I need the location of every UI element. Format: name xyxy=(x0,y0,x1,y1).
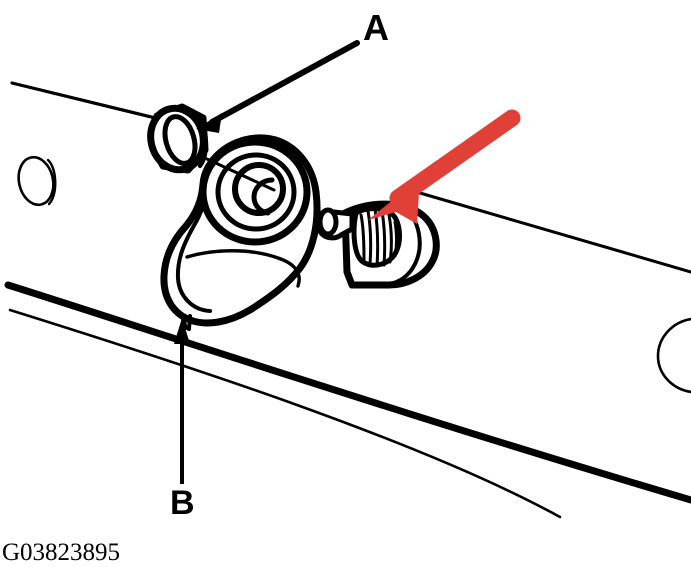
panel-upper-edge-line xyxy=(10,81,182,126)
callout-a-leader xyxy=(196,40,360,133)
hex-nut-back-edge xyxy=(196,116,209,168)
figure-caption: G03823895 xyxy=(2,539,121,566)
callout-label-a: A xyxy=(363,7,389,48)
ball-stud-head xyxy=(317,207,339,237)
panel-lower-bold-line xyxy=(4,281,691,504)
callout-label-b: B xyxy=(170,484,195,522)
red-pointer-arrow xyxy=(368,109,521,224)
bracket-leader-line xyxy=(205,157,276,192)
panel-lower-thin-line xyxy=(8,308,562,519)
callout-b-leader xyxy=(174,318,190,484)
body-panel xyxy=(4,81,691,519)
bracket-boss-hole xyxy=(251,177,275,216)
panel-hole-right xyxy=(656,317,691,394)
bracket-lower-crease xyxy=(185,249,301,288)
bracket-bottom-nib xyxy=(180,314,192,331)
bracket-lever xyxy=(160,134,321,331)
panel-right-edge-line xyxy=(418,191,691,274)
hex-nut-bore xyxy=(162,114,198,166)
hex-nut xyxy=(147,103,209,174)
panel-hole-left xyxy=(17,155,57,207)
